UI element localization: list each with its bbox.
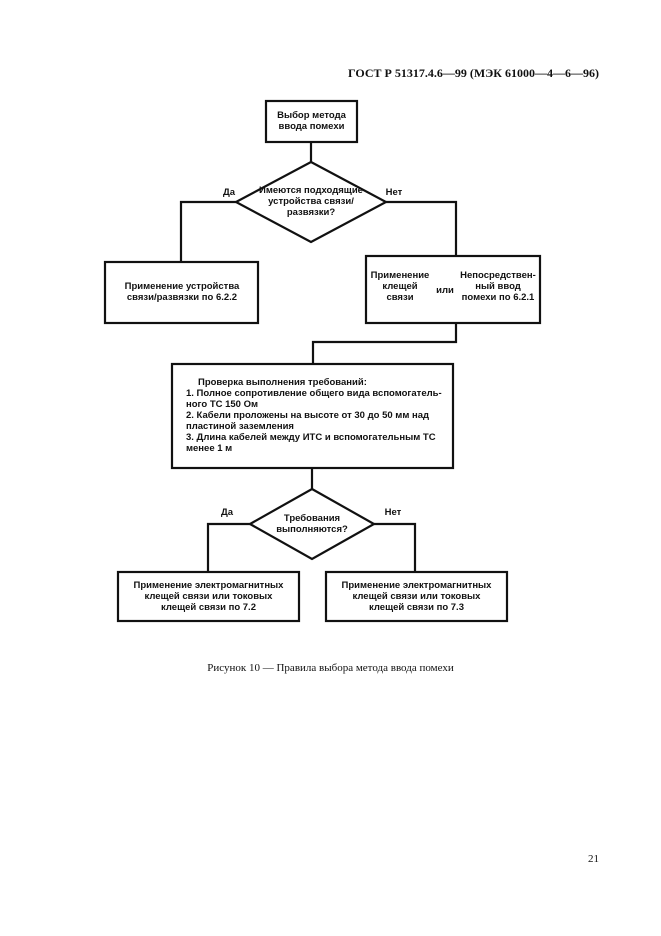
decision1-label: Имеются подходящие устройства связи/разв… [259, 185, 363, 218]
cdn-label: Применение устройства связи/развязки по … [124, 281, 240, 303]
connector-to-check [311, 323, 458, 364]
connector-decision1-no [386, 200, 458, 256]
page-number: 21 [588, 853, 599, 865]
check-item: 2. Кабели проложены на высоте от 30 до 5… [186, 410, 430, 432]
check-list: 1. Полное сопротивление общего вида вспо… [186, 388, 448, 454]
check-item: 1. Полное сопротивление общего вида вспо… [186, 388, 442, 410]
connector-decision2-no [374, 522, 417, 572]
em-clamp-box [116, 570, 301, 623]
or-label: или [436, 285, 454, 296]
em-clamp-label: Применение электромагнитных клещей связи… [133, 580, 284, 613]
connector-decision1-yes [179, 200, 236, 262]
check-item: 3. Длина кабелей между ИТС и вспомогател… [186, 432, 436, 454]
current-clamp-box [324, 570, 509, 623]
document-header: ГОСТ Р 51317.4.6—99 (МЭК 61000—4—6—96) [348, 66, 599, 80]
clamp-or-direct-box [364, 254, 542, 325]
decision1-no-label: Нет [385, 187, 403, 198]
cdn-box [103, 260, 260, 325]
decision2-diamond [247, 487, 377, 561]
decision2-label: Требования выполняются? [276, 513, 348, 535]
clamp-label: Применение клещей связи [370, 270, 430, 303]
current-clamp-label: Применение электромагнитных клещей связи… [341, 580, 492, 613]
decision1-yes-label: Да [222, 187, 236, 198]
direct-label: Непосредствен-ный ввод помехи по 6.2.1 [460, 270, 536, 303]
check-content: Проверка выполнения требований: 1. Полно… [186, 377, 448, 454]
decision1-diamond [233, 160, 389, 244]
check-title: Проверка выполнения требований: [198, 377, 367, 388]
figure-caption: Рисунок 10 — Правила выбора метода ввода… [207, 662, 454, 674]
start-label: Выбор метода ввода помехи [277, 110, 346, 132]
decision2-no-label: Нет [384, 507, 402, 518]
connector-decision2-yes [206, 522, 250, 572]
decision2-yes-label: Да [220, 507, 234, 518]
